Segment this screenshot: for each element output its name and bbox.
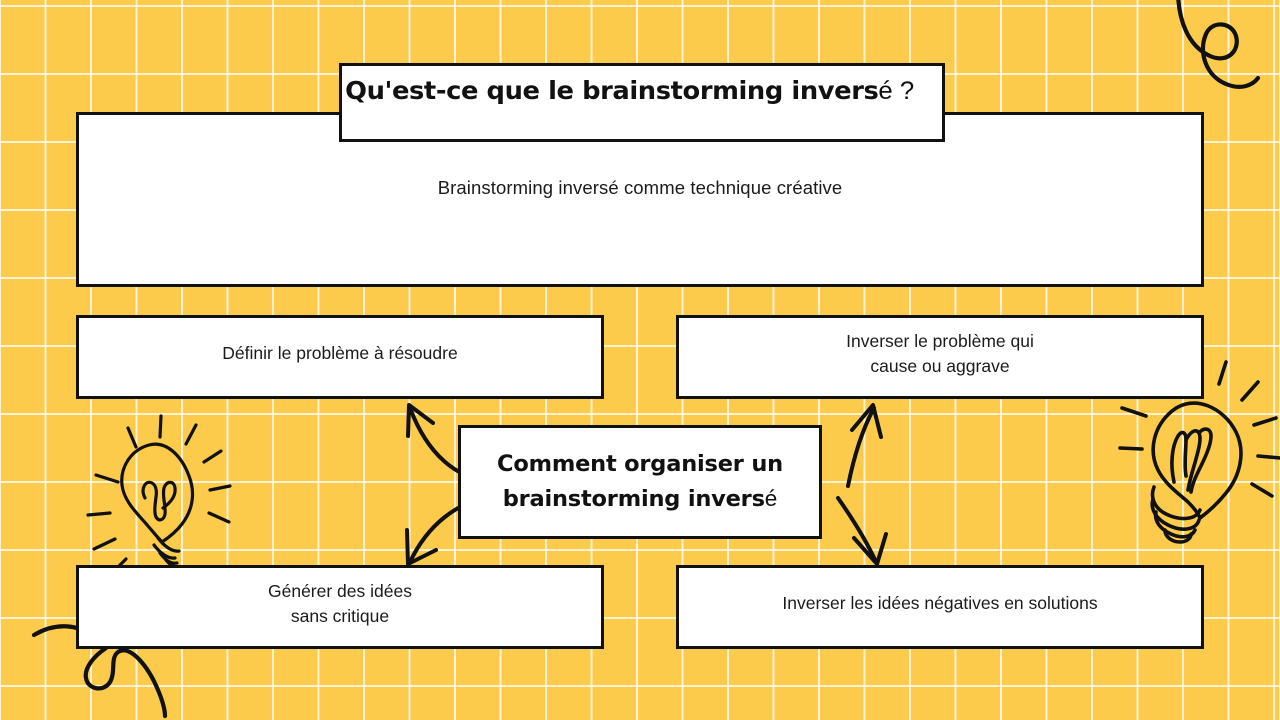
arrow-to-bottom-right-icon (836, 492, 930, 572)
center-box: Comment organiser un brainstorming invers… (458, 425, 822, 539)
page-title-main: Qu'est-ce que le brainstorming invers (345, 76, 879, 105)
step-box-define-problem: Définir le problème à résoudre (76, 315, 604, 399)
step-box-reverse-problem: Inverser le problème qui cause ou aggrav… (676, 315, 1204, 399)
step-box-reverse-problem-text: Inverser le problème qui cause ou aggrav… (846, 329, 1034, 380)
step-box-generate-ideas-text: Générer des idées sans critique (268, 579, 412, 630)
step-line-1: Inverser les idées négatives en solution… (782, 593, 1098, 614)
center-line-1: Comment organiser un (497, 451, 783, 478)
squiggle-top-right-icon (1140, 0, 1280, 104)
page-title-tail: é ? (878, 77, 915, 105)
page-title: Qu'est-ce que le brainstorming inversé ? (342, 66, 914, 104)
step-line-1: Inverser le problème qui (846, 330, 1034, 351)
arrow-to-top-right-icon (838, 398, 928, 490)
title-box: Qu'est-ce que le brainstorming inversé ? (339, 63, 945, 142)
lightbulb-left-icon (86, 412, 232, 577)
step-box-define-problem-text: Définir le problème à résoudre (222, 341, 457, 366)
step-line-1: Définir le problème à résoudre (222, 343, 458, 364)
center-line-2: brainstorming invers (502, 486, 765, 512)
center-line-2-tail: é (764, 486, 778, 511)
step-box-generate-ideas: Générer des idées sans critique (76, 565, 604, 649)
center-box-text: Comment organiser un brainstorming invers… (497, 447, 783, 517)
step-line-2: sans critique (290, 606, 390, 626)
step-box-reverse-ideas: Inverser les idées négatives en solution… (676, 565, 1204, 649)
step-line-1: Générer des idées (268, 580, 412, 601)
step-line-2: cause ou aggrave (870, 356, 1010, 376)
content-text: Brainstorming inversé comme technique cr… (437, 177, 843, 198)
step-box-reverse-ideas-text: Inverser les idées négatives en solution… (782, 591, 1097, 616)
